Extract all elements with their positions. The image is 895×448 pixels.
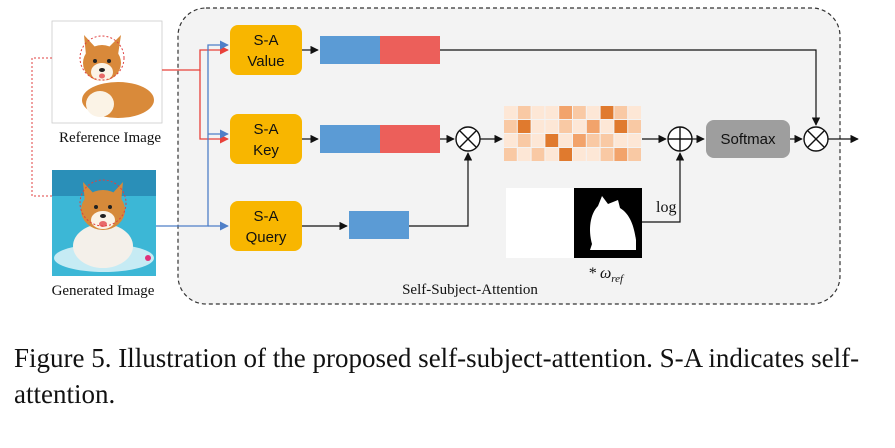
heatmap-cell	[614, 134, 628, 147]
svg-text:S-A: S-A	[253, 208, 278, 225]
heatmap-cell	[628, 148, 641, 161]
svg-text:S-A: S-A	[253, 121, 278, 138]
heatmap-cell	[614, 148, 628, 161]
heatmap-cell	[517, 148, 531, 161]
heatmap-cell	[573, 148, 586, 161]
heatmap-cell	[586, 106, 600, 119]
mask-image	[506, 188, 642, 258]
heatmap-cell	[573, 120, 586, 133]
heatmap-cell	[559, 134, 572, 147]
diagram: Reference Image Generated Image S-A Valu…	[31, 7, 859, 305]
heatmap-cell	[531, 148, 545, 161]
svg-text:Key: Key	[253, 142, 279, 159]
heatmap-cell	[559, 120, 572, 133]
heatmap-cell	[559, 148, 572, 161]
reference-image	[51, 20, 163, 124]
output-multiply-icon	[803, 126, 829, 152]
heatmap-cell	[545, 120, 559, 133]
heatmap-cell	[517, 134, 531, 147]
heatmap-cell	[600, 148, 614, 161]
heatmap-cell	[586, 134, 600, 147]
heatmap-cell	[573, 134, 586, 147]
multiply-icon	[455, 126, 481, 152]
heatmap-cell	[504, 148, 517, 161]
heatmap-cell	[545, 148, 559, 161]
generated-input-arrows	[156, 40, 229, 231]
attention-heatmap	[504, 106, 641, 161]
heatmap-cell	[628, 106, 641, 119]
heatmap-cell	[600, 120, 614, 133]
figure-caption: Figure 5. Illustration of the proposed s…	[14, 343, 860, 409]
heatmap-cell	[586, 120, 600, 133]
heatmap-cell	[531, 134, 545, 147]
heatmap-cell	[504, 134, 517, 147]
module-label: Self-Subject-Attention	[402, 282, 538, 298]
heatmap-cell	[559, 106, 572, 119]
weight-label: * ωref	[588, 265, 625, 285]
sa-query-box: S-A Query	[230, 201, 302, 251]
heatmap-cell	[614, 106, 628, 119]
add-icon	[667, 126, 693, 152]
heatmap-cell	[504, 120, 517, 133]
generated-image-label: Generated Image	[52, 283, 155, 299]
value-features	[320, 36, 440, 64]
softmax-box: Softmax	[706, 120, 790, 158]
heatmap-cell	[573, 106, 586, 119]
generated-image	[52, 170, 156, 276]
heatmap-cell	[517, 120, 531, 133]
reference-generated-link	[31, 57, 52, 197]
heatmap-cell	[531, 106, 545, 119]
heatmap-cell	[517, 106, 531, 119]
heatmap-cell	[600, 106, 614, 119]
svg-text:Softmax: Softmax	[720, 131, 776, 148]
reference-image-label: Reference Image	[59, 130, 161, 146]
log-label: log	[656, 199, 676, 216]
heatmap-cell	[504, 106, 517, 119]
reference-input-arrows	[162, 45, 229, 144]
svg-text:Query: Query	[246, 229, 287, 246]
heatmap-cell	[628, 134, 641, 147]
sa-key-box: S-A Key	[230, 114, 302, 164]
query-features	[349, 211, 409, 239]
heatmap-cell	[586, 148, 600, 161]
svg-text:Value: Value	[247, 53, 284, 70]
svg-text:S-A: S-A	[253, 32, 278, 49]
heatmap-cell	[531, 120, 545, 133]
heatmap-cell	[545, 106, 559, 119]
heatmap-cell	[545, 134, 559, 147]
sa-value-box: S-A Value	[230, 25, 302, 75]
heatmap-cell	[600, 134, 614, 147]
heatmap-cell	[614, 120, 628, 133]
key-features	[320, 125, 440, 153]
heatmap-cell	[628, 120, 641, 133]
